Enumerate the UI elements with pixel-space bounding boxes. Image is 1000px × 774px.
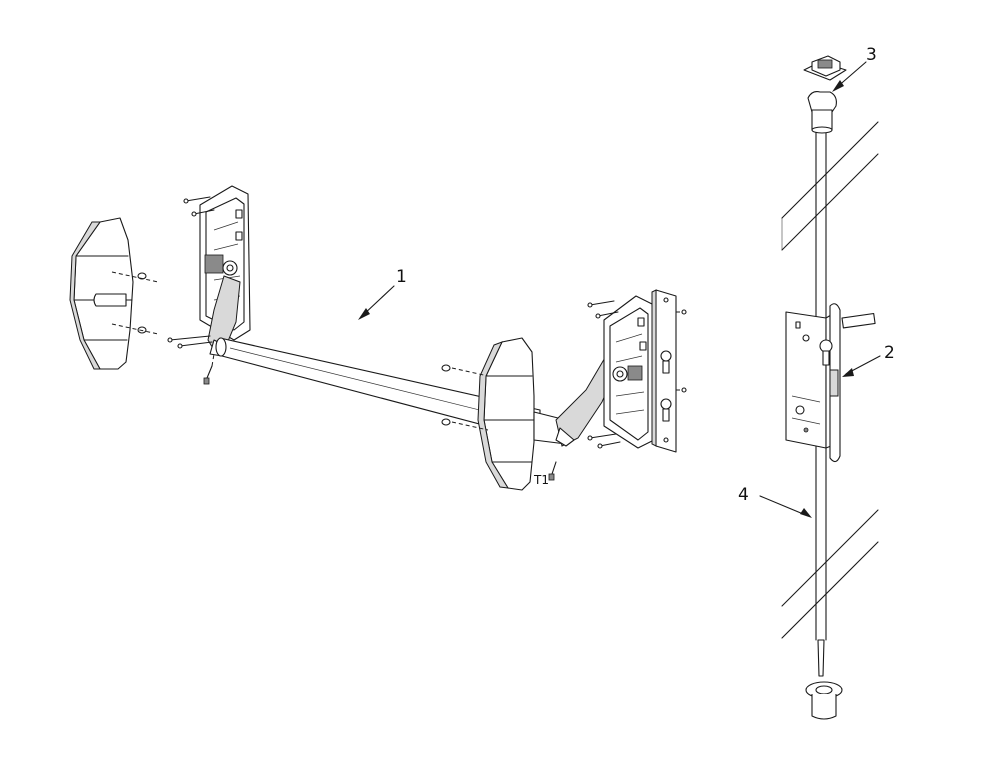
set-screw-label: T1 bbox=[533, 473, 549, 487]
door-break-lines-bottom bbox=[781, 509, 879, 639]
bottom-floor-cup bbox=[805, 681, 843, 720]
callout-label-1: 1 bbox=[396, 267, 407, 287]
mortise-lock-case bbox=[785, 303, 876, 463]
right-end-cap bbox=[441, 337, 535, 491]
callout-label-4: 4 bbox=[738, 485, 749, 505]
left-end-cap bbox=[69, 217, 159, 370]
cover-plate bbox=[651, 289, 687, 453]
top-bolt-head bbox=[803, 55, 847, 134]
callout-label-2: 2 bbox=[884, 343, 895, 363]
callout-leaders bbox=[358, 61, 881, 518]
door-break-lines-top bbox=[781, 121, 879, 251]
right-mechanism-bracket bbox=[533, 295, 655, 481]
callout-label-3: 3 bbox=[866, 45, 877, 65]
left-mechanism-bracket bbox=[167, 185, 251, 385]
